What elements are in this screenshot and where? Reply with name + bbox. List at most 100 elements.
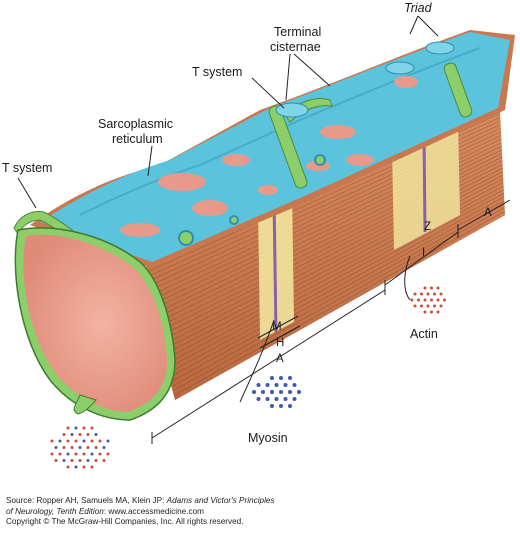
filament-dot [74,452,78,456]
dim-line-m [257,315,299,339]
fiber-face [23,234,168,412]
filament-dot [86,446,90,449]
source-line-1: Source: Ropper AH, Samuels MA, Klein JP:… [6,496,275,505]
source-line-2: of Neurology, Tenth Edition: www.accessm… [6,506,204,516]
filament-dot [106,452,110,456]
actin-dot [426,292,430,296]
myosin-dot [292,397,297,401]
myosin-dot [252,390,256,394]
filament-dot [102,459,106,462]
actin-dot [430,310,433,314]
filament-dot [86,459,90,462]
cytoplasm-patch [120,223,160,237]
filament-dot [58,439,62,443]
myofibril-line [167,193,505,374]
cytoplasm-patch [222,154,250,166]
actin-dot [439,304,443,308]
filament-dot [106,439,110,443]
filament-dot [70,433,74,436]
t-tubule-cross-section [314,154,326,166]
filament-dot [82,465,86,469]
filament-dot [70,446,74,449]
filament-dot [102,446,106,449]
label-a-bottom: A [276,353,284,365]
filament-dot [62,459,66,462]
actin-dot [426,304,430,308]
cytoplasm-patch [320,125,356,139]
myosin-dot [274,397,279,401]
filament-dot [74,439,78,443]
filament-dot [50,439,54,443]
actin-dot [417,298,420,302]
actin-dot [439,292,443,296]
filament-dot [62,446,66,449]
filament-dot [82,439,86,443]
dim-line-i [384,231,459,286]
myosin-dot [283,383,288,387]
actin-dot [423,298,427,302]
leader-triad [409,15,439,37]
actin-dot [443,298,446,302]
actin-dot [433,304,436,308]
source-line-3: Copyright © The McGraw-Hill Companies, I… [6,517,244,527]
filament-dot [90,465,94,469]
myofibril-line [168,196,505,378]
actin-dot [413,292,417,296]
label-t-system-top: T system [192,65,242,79]
filament-dot [74,426,78,430]
label-z: Z [424,221,431,233]
leader-actin [404,255,411,301]
actin-dot [436,286,440,290]
actin-dot [436,310,440,314]
actin-dot [420,304,423,308]
actin-myosin-overlap-dots [50,426,110,469]
dim-line-a-right [457,199,511,231]
filament-dot [66,465,70,469]
t-tubule-cross-section [178,230,194,246]
filament-dot [58,452,62,456]
myofibril-line [174,214,505,400]
fiber-cross-section [14,227,176,421]
filament-dot [82,452,86,456]
myosin-dot [256,383,261,387]
myosin-dot [261,390,265,394]
filament-dot [86,433,90,436]
myosin-dot [265,383,270,387]
dim-line-h [259,325,301,349]
filament-dot [74,465,78,469]
cytoplasm-patch [192,200,228,216]
leader-sarcoplasmic [147,145,153,177]
myosin-dot [279,404,283,408]
actin-dot [423,310,427,314]
cytoplasm-patch [346,154,374,166]
actin-dot [420,292,423,296]
sarcoplasmic-reticulum [30,30,515,268]
myosin-dot [265,397,270,401]
filament-dot [98,452,102,456]
filament-dot [62,433,66,436]
filament-dot [94,459,98,462]
leader-t-system-left [17,177,37,209]
filament-dot [54,446,58,449]
actin-dot [423,286,427,290]
filament-dot [78,433,82,436]
myosin-dot [270,376,274,380]
filament-dot [94,433,98,436]
myofibril-bundle [140,110,505,400]
filament-dot [90,426,94,430]
filament-dot [82,426,86,430]
dim-line-a-bottom [151,289,386,439]
label-myosin: Myosin [248,431,288,445]
t-tubule-strip-right [443,62,473,118]
t-tubule-cross-section [229,215,239,225]
terminal-cisterna [385,61,415,75]
myosin-dot [279,390,283,394]
label-m: M [272,321,282,333]
label-h: H [276,337,284,349]
z-line-right [422,133,427,233]
actin-dot [430,286,433,290]
filament-dot [78,459,82,462]
sarcolemma-tail [73,394,97,415]
actin-dot [413,304,417,308]
